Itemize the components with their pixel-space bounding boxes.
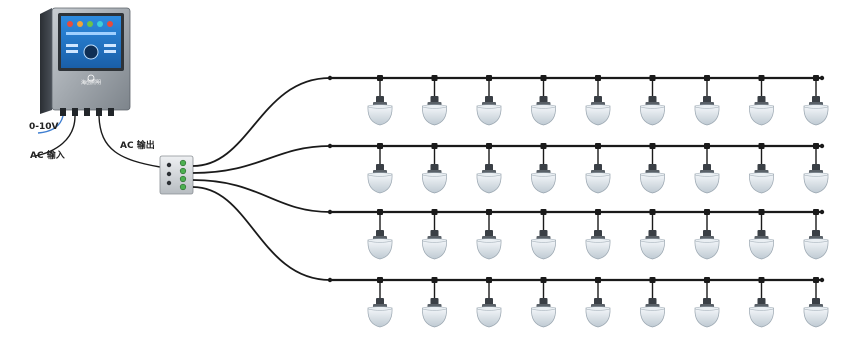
pendant-lamp	[749, 277, 774, 328]
controller-cables	[34, 115, 161, 168]
control-knob	[83, 44, 99, 60]
pendant-lamp	[803, 209, 829, 260]
lamp-rows	[327, 75, 829, 328]
pendant-lamp	[749, 75, 774, 126]
rail-end-cap	[327, 277, 333, 283]
pendant-lamp	[749, 209, 774, 260]
lamp-row	[327, 143, 829, 194]
pendant-lamp	[476, 277, 502, 328]
pendant-lamp	[367, 277, 393, 328]
junction-box	[159, 155, 194, 195]
lamp-row	[327, 277, 829, 328]
pendant-lamp	[694, 143, 720, 194]
pendant-lamp	[803, 143, 829, 194]
pendant-lamp	[803, 277, 829, 328]
pendant-lamp	[585, 75, 611, 126]
pendant-lamp	[585, 209, 611, 260]
pendant-lamp	[640, 143, 665, 194]
pendant-lamp	[476, 209, 502, 260]
pendant-lamp	[803, 75, 829, 126]
pendant-lamp	[694, 209, 720, 260]
feeder-cables	[192, 77, 331, 281]
rail-end-cap	[819, 75, 825, 81]
pendant-lamp	[476, 143, 502, 194]
rail-end-cap	[819, 143, 825, 149]
pendant-lamp	[422, 209, 447, 260]
pendant-lamp	[585, 277, 611, 328]
label-ac-input: AC 输入	[30, 151, 65, 161]
rail-end-cap	[819, 209, 825, 215]
rail-end-cap	[327, 75, 333, 81]
pendant-lamp	[640, 75, 665, 126]
pendant-lamp	[640, 209, 665, 260]
rail-end-cap	[819, 277, 825, 283]
rail-end-cap	[327, 143, 333, 149]
lamp-row	[327, 209, 829, 260]
controller-cabinet: 海创照明	[40, 7, 131, 116]
pendant-lamp	[422, 143, 447, 194]
pendant-lamp	[749, 143, 774, 194]
pendant-lamp	[367, 75, 393, 126]
pendant-lamp	[694, 277, 720, 328]
pendant-lamp	[531, 209, 556, 260]
pendant-lamp	[422, 75, 447, 126]
lamp-row	[327, 75, 829, 126]
pendant-lamp	[531, 75, 556, 126]
pendant-lamp	[422, 277, 447, 328]
pendant-lamp	[367, 209, 393, 260]
pendant-lamp	[585, 143, 611, 194]
controller-brand: 海创照明	[81, 79, 101, 86]
label-0-10v: 0-10V	[29, 122, 59, 132]
pendant-lamp	[367, 143, 393, 194]
pendant-lamp	[531, 143, 556, 194]
pendant-lamp	[476, 75, 502, 126]
pendant-lamp	[531, 277, 556, 328]
rail-end-cap	[327, 209, 333, 215]
pendant-lamp	[640, 277, 665, 328]
pendant-lamp	[694, 75, 720, 126]
label-ac-output: AC 输出	[120, 141, 155, 151]
